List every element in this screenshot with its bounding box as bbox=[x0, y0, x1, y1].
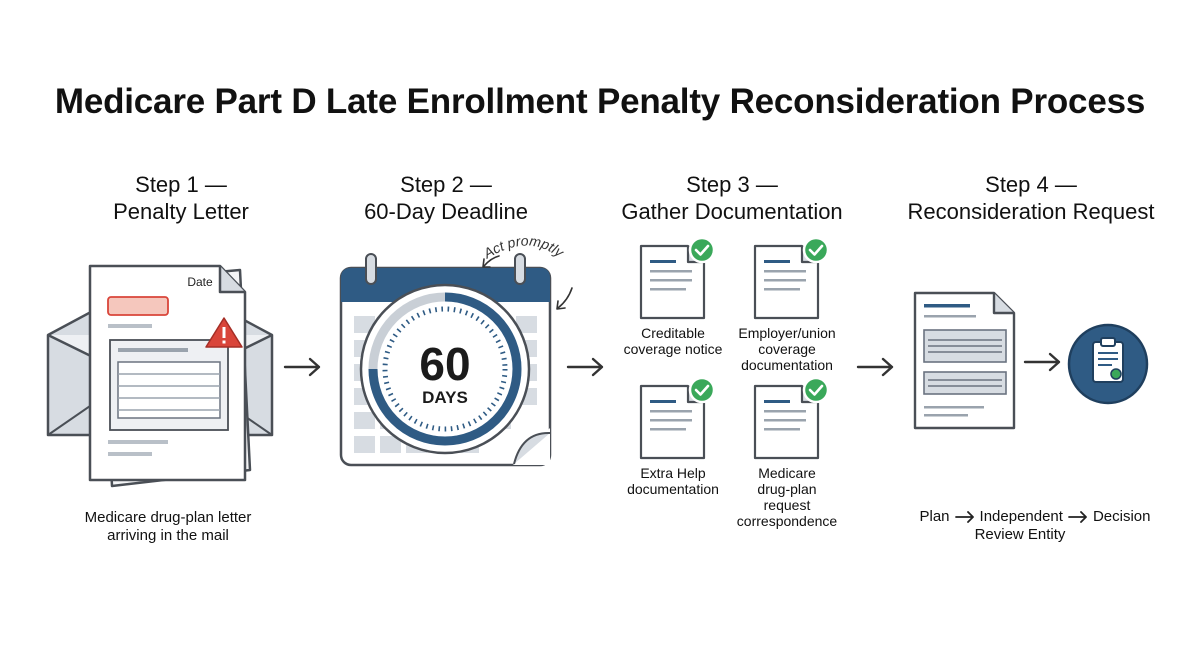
doc-label-line: Extra Help bbox=[640, 465, 706, 481]
flow-decision: Decision bbox=[1092, 508, 1151, 525]
reconsideration-form-icon bbox=[913, 291, 1016, 430]
penalty-letter-illustration: Date bbox=[46, 264, 274, 488]
step-2-heading: Step 2 — 60-Day Deadline bbox=[316, 171, 576, 225]
check-icon bbox=[802, 236, 830, 264]
doc-label-line: coverage bbox=[758, 341, 816, 357]
arrow-right-icon bbox=[1068, 511, 1087, 523]
countdown-dial-icon bbox=[359, 283, 531, 455]
diagram-title: Medicare Part D Late Enrollment Penalty … bbox=[54, 82, 1146, 121]
letter-date-text: Date bbox=[187, 275, 213, 289]
letter-document-icon bbox=[88, 264, 247, 482]
doc-label-employer-union: Employer/union coverage documentation bbox=[722, 325, 852, 373]
deadline-calendar-illustration: 60 DAYS Act promptly bbox=[339, 232, 573, 467]
days-number: 60 bbox=[419, 338, 470, 390]
doc-label-line: documentation bbox=[741, 357, 833, 373]
review-flow-row: Plan Independent Decision bbox=[900, 508, 1170, 526]
review-flow: Plan Independent Decision Review Entity bbox=[900, 508, 1170, 544]
doc-label-line: documentation bbox=[627, 481, 719, 497]
flow-plan: Plan bbox=[919, 508, 950, 525]
warning-icon bbox=[205, 317, 243, 348]
check-icon bbox=[802, 376, 830, 404]
step-2-number: Step 2 — bbox=[400, 172, 492, 197]
step-2-title: 60-Day Deadline bbox=[364, 199, 528, 224]
doc-label-line: request bbox=[763, 497, 811, 513]
arrow-right-icon bbox=[566, 357, 604, 377]
doc-label-line: drug-plan bbox=[757, 481, 817, 497]
doc-label-drug-plan-correspondence: Medicare drug-plan request correspondenc… bbox=[722, 465, 852, 529]
step-1-title: Penalty Letter bbox=[113, 199, 249, 224]
step-1-caption-line1: Medicare drug-plan letter bbox=[84, 509, 252, 526]
flow-entity-line1: Independent bbox=[979, 508, 1063, 525]
doc-label-line: correspondence bbox=[736, 513, 838, 529]
step-4-number: Step 4 — bbox=[985, 172, 1077, 197]
days-label: DAYS bbox=[422, 388, 468, 407]
check-icon bbox=[688, 376, 716, 404]
step-4-heading: Step 4 — Reconsideration Request bbox=[886, 171, 1176, 225]
clipboard-icon bbox=[1067, 323, 1149, 405]
drug-plan-correspondence-document-icon bbox=[753, 376, 830, 460]
arrow-right-icon bbox=[1023, 352, 1061, 372]
doc-label-line: Creditable bbox=[641, 325, 705, 341]
step-4-title: Reconsideration Request bbox=[907, 199, 1155, 224]
arrow-right-icon bbox=[283, 357, 321, 377]
step-3-title: Gather Documentation bbox=[621, 199, 843, 224]
step-1-caption-line2: arriving in the mail bbox=[107, 527, 229, 544]
arrow-right-icon bbox=[856, 357, 894, 377]
step-1-number: Step 1 — bbox=[135, 172, 227, 197]
flow-entity-line2: Review Entity bbox=[974, 526, 1066, 543]
step-3-heading: Step 3 — Gather Documentation bbox=[602, 171, 862, 225]
creditable-coverage-document-icon bbox=[639, 236, 716, 320]
doc-label-creditable-coverage: Creditable coverage notice bbox=[608, 325, 738, 357]
employer-union-document-icon bbox=[753, 236, 830, 320]
doc-label-line: Employer/union bbox=[738, 325, 836, 341]
step-1-heading: Step 1 — Penalty Letter bbox=[51, 171, 311, 225]
arrow-right-icon bbox=[954, 511, 974, 523]
extra-help-document-icon bbox=[639, 376, 716, 460]
step-1-caption: Medicare drug-plan letter arriving in th… bbox=[58, 509, 278, 545]
step-3-number: Step 3 — bbox=[686, 172, 778, 197]
doc-label-line: coverage notice bbox=[623, 341, 723, 357]
check-icon bbox=[688, 236, 716, 264]
doc-label-extra-help: Extra Help documentation bbox=[608, 465, 738, 497]
curved-arrow-icon bbox=[482, 255, 573, 310]
doc-label-line: Medicare bbox=[758, 465, 816, 481]
